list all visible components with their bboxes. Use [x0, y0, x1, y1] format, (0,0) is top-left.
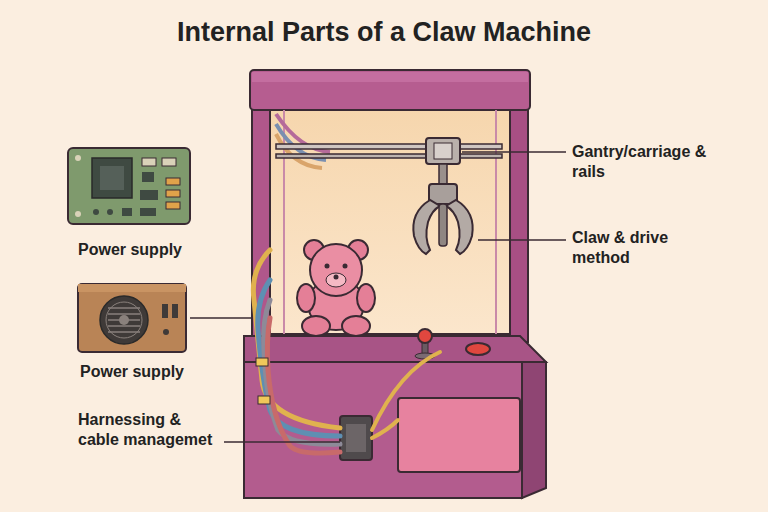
glass-window: [268, 108, 512, 334]
harness-connector: [340, 416, 372, 460]
prize-door: [398, 398, 520, 472]
cable-harness: [253, 250, 440, 453]
part-label: Harnessing & cable managemet: [78, 410, 218, 450]
leader-line: [224, 441, 340, 443]
fan-grille-bar: [108, 331, 140, 333]
right-post: [510, 72, 528, 342]
claw-prong-center: [439, 204, 447, 246]
claw-prong: [413, 200, 440, 254]
carriage-motor: [434, 143, 452, 159]
teddy-bear-prize: [297, 240, 375, 336]
internal-wire: [276, 134, 322, 168]
claw-rod: [439, 164, 447, 186]
fan-grille-bar: [108, 325, 140, 327]
claw-prong: [446, 200, 473, 254]
fan-grille-bar: [108, 319, 140, 321]
leader-line: [478, 239, 566, 241]
joystick-ball: [418, 329, 432, 343]
cable-tie: [256, 358, 268, 366]
gantry-rail: [276, 144, 502, 149]
fan-grille: [108, 308, 140, 332]
part-label: Claw & drive method: [572, 228, 702, 268]
part-label: Power supply: [50, 240, 210, 260]
part-label: Gantry/carriage & rails: [572, 142, 722, 182]
cabinet-side: [522, 362, 546, 498]
cabinet-base: [244, 362, 522, 498]
push-button: [466, 343, 490, 355]
part-label: Power supply: [52, 362, 212, 382]
fan-grille-bar: [108, 307, 140, 309]
carriage: [426, 138, 460, 164]
diagram-title: Internal Parts of a Claw Machine: [0, 16, 768, 50]
cabinet-top-highlight: [252, 72, 528, 82]
cabinet-top: [250, 70, 530, 110]
power-supply-box: [78, 284, 186, 352]
leader-line: [190, 317, 252, 319]
circuit-board: [68, 148, 190, 224]
fan-grille-bar: [108, 313, 140, 315]
harness-connector-socket: [346, 424, 366, 452]
gantry-rail: [276, 154, 502, 158]
cable-tie: [258, 396, 270, 404]
control-panel: [244, 336, 546, 362]
leader-line: [462, 151, 566, 153]
